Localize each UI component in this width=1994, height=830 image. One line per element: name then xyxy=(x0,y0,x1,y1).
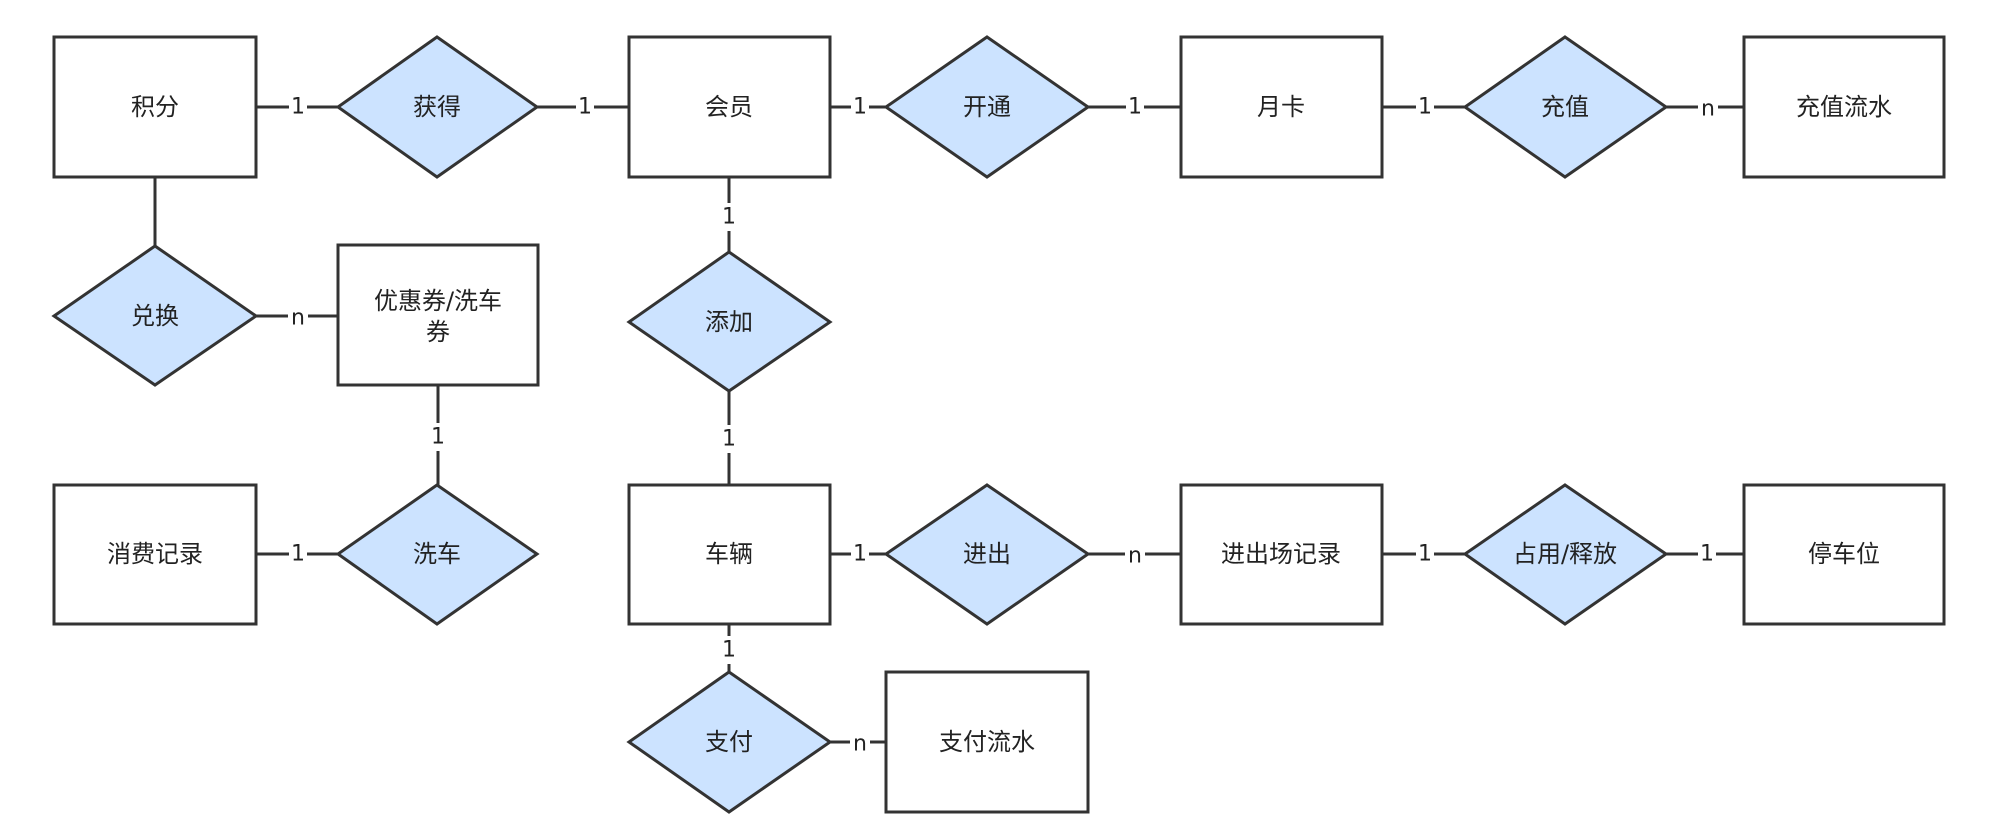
entity-points-label: 积分 xyxy=(131,93,179,121)
cardinality-vehicle-pay: 1 xyxy=(722,638,736,663)
cardinality-inout-log: n xyxy=(1128,544,1142,569)
cardinality-obtain-member: 1 xyxy=(578,95,592,120)
entity-member-label: 会员 xyxy=(705,93,753,121)
entity-entry-exit-log[interactable]: 进出场记录 xyxy=(1179,483,1384,626)
entity-vehicle-label: 车辆 xyxy=(705,540,753,568)
entity-recharge-log[interactable]: 充值流水 xyxy=(1742,35,1946,179)
relationship-obtain-label: 获得 xyxy=(413,93,461,121)
entities: 积分 会员 月卡 充值流水 优惠券/洗车 券 消费记录 车辆 进出 xyxy=(52,35,1946,814)
entity-payment-log-label: 支付流水 xyxy=(939,728,1035,756)
relationship-activate[interactable]: 开通 xyxy=(883,35,1091,179)
cardinality-card-recharge: 1 xyxy=(1418,95,1432,120)
entity-monthly-card[interactable]: 月卡 xyxy=(1179,35,1384,179)
entity-monthly-card-label: 月卡 xyxy=(1257,93,1305,121)
connector-lines xyxy=(153,105,1744,744)
relationship-pay-label: 支付 xyxy=(705,728,753,756)
relationship-activate-label: 开通 xyxy=(963,93,1011,121)
relationship-exchange-label: 兑换 xyxy=(131,302,179,330)
cardinality-vehicle-inout: 1 xyxy=(853,542,867,567)
cardinality-exchange-coupon: n xyxy=(291,306,305,331)
cardinality-consumption-wash: 1 xyxy=(291,542,305,567)
entity-parking-space-label: 停车位 xyxy=(1808,540,1880,568)
cardinality-member-add: 1 xyxy=(722,205,736,230)
entity-payment-log[interactable]: 支付流水 xyxy=(884,670,1090,814)
entity-coupon[interactable]: 优惠券/洗车 券 xyxy=(336,243,540,387)
entity-consumption[interactable]: 消费记录 xyxy=(52,483,258,626)
cardinality-points-obtain: 1 xyxy=(291,95,305,120)
cardinality-activate-card: 1 xyxy=(1128,95,1142,120)
relationship-car-wash-label: 洗车 xyxy=(413,540,461,568)
relationship-add-label: 添加 xyxy=(705,308,753,336)
entity-vehicle[interactable]: 车辆 xyxy=(627,483,832,626)
relationship-recharge-label: 充值 xyxy=(1541,93,1589,121)
relationship-add[interactable]: 添加 xyxy=(626,250,833,393)
relationship-occupy-release[interactable]: 占用/释放 xyxy=(1462,483,1669,626)
relationship-occupy-release-label: 占用/释放 xyxy=(1513,540,1617,568)
relationship-recharge[interactable]: 充值 xyxy=(1462,35,1669,179)
entity-parking-space[interactable]: 停车位 xyxy=(1742,483,1946,626)
cardinalities: 1 1 1 1 1 n n 1 1 1 1 1 n 1 1 1 n xyxy=(288,94,1718,757)
entity-points[interactable]: 积分 xyxy=(52,35,258,179)
relationship-pay[interactable]: 支付 xyxy=(626,670,833,814)
cardinality-recharge-log: n xyxy=(1701,97,1715,122)
entity-coupon-label-line1: 优惠券/洗车 xyxy=(374,287,502,315)
entity-consumption-label: 消费记录 xyxy=(107,540,203,568)
entity-member[interactable]: 会员 xyxy=(627,35,832,179)
relationship-exchange[interactable]: 兑换 xyxy=(51,244,259,387)
cardinality-pay-log: n xyxy=(853,732,867,757)
cardinality-occupy-space: 1 xyxy=(1700,542,1714,567)
cardinality-add-vehicle: 1 xyxy=(722,427,736,452)
entity-entry-exit-log-label: 进出场记录 xyxy=(1221,540,1341,568)
entity-coupon-label-line2: 券 xyxy=(426,318,450,346)
relationship-obtain[interactable]: 获得 xyxy=(335,35,540,179)
relationships: 获得 开通 充值 兑换 添加 洗车 进出 占用/释放 xyxy=(51,35,1669,814)
relationship-car-wash[interactable]: 洗车 xyxy=(335,483,540,626)
cardinality-log-occupy: 1 xyxy=(1418,542,1432,567)
cardinality-coupon-wash: 1 xyxy=(431,425,445,450)
entity-recharge-log-label: 充值流水 xyxy=(1796,93,1892,121)
relationship-in-out[interactable]: 进出 xyxy=(883,483,1091,626)
relationship-in-out-label: 进出 xyxy=(963,540,1011,568)
cardinality-member-activate: 1 xyxy=(853,95,867,120)
